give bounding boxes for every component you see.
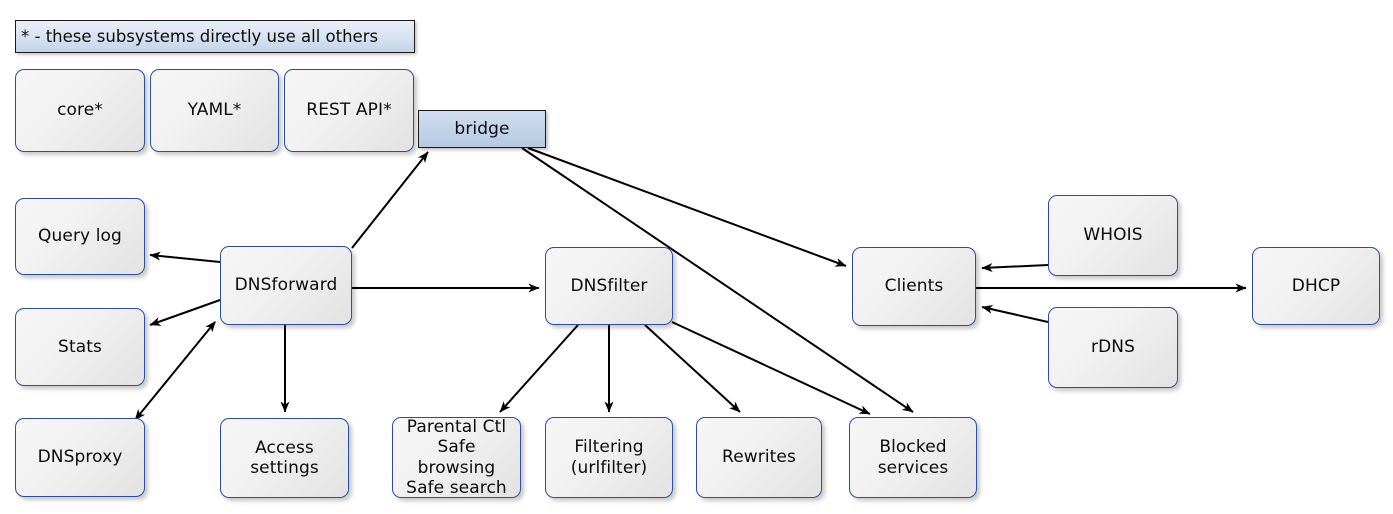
node-dhcp[interactable]: DHCP — [1252, 247, 1380, 325]
node-label-parental: Parental Ctl Safe browsing Safe search — [406, 417, 507, 498]
edge-rdns-to-clients — [981, 304, 1049, 323]
node-access[interactable]: Access settings — [220, 418, 349, 498]
node-dnsfilter[interactable]: DNSfilter — [545, 247, 673, 325]
edge-dnsforward-to-stats — [149, 299, 221, 326]
node-rdns[interactable]: rDNS — [1048, 307, 1178, 388]
legend-note-text: * - these subsystems directly use all ot… — [21, 27, 379, 46]
node-stats[interactable]: Stats — [15, 308, 145, 386]
edge-dnsforward-to-dnsproxy — [134, 321, 216, 421]
node-label-dnsfilter: DNSfilter — [570, 275, 648, 296]
node-querylog[interactable]: Query log — [15, 198, 145, 275]
node-dnsproxy[interactable]: DNSproxy — [15, 418, 145, 497]
node-label-dnsproxy: DNSproxy — [37, 447, 123, 468]
node-dnsforward[interactable]: DNSforward — [220, 246, 352, 325]
node-label-dnsforward: DNSforward — [234, 275, 338, 296]
node-label-access: Access settings — [250, 437, 319, 478]
edge-dnsforward-to-querylog — [149, 251, 221, 263]
node-rewrites[interactable]: Rewrites — [696, 417, 822, 498]
edge-whois-to-clients — [981, 263, 1049, 273]
edge-dnsfilter-to-rewrites — [644, 324, 741, 413]
node-label-rdns: rDNS — [1091, 337, 1135, 358]
node-label-yaml: YAML* — [187, 100, 242, 121]
node-yaml[interactable]: YAML* — [150, 69, 279, 152]
node-label-restapi: REST API* — [306, 100, 392, 121]
node-label-whois: WHOIS — [1083, 225, 1143, 246]
node-filtering[interactable]: Filtering (urlfilter) — [545, 417, 673, 498]
edge-dnsforward-to-bridge — [351, 151, 429, 249]
node-label-dhcp: DHCP — [1291, 275, 1341, 296]
node-label-stats: Stats — [58, 336, 102, 357]
node-whois[interactable]: WHOIS — [1048, 195, 1178, 276]
node-label-rewrites: Rewrites — [722, 447, 796, 468]
node-blocked[interactable]: Blocked services — [849, 417, 977, 498]
edge-dnsfilter-to-blocked — [671, 321, 871, 415]
node-label-querylog: Query log — [38, 226, 122, 247]
node-parental[interactable]: Parental Ctl Safe browsing Safe search — [392, 417, 521, 498]
node-label-blocked: Blocked services — [877, 437, 949, 478]
edge-dnsfilter-to-parental — [499, 324, 579, 413]
node-clients[interactable]: Clients — [852, 247, 976, 326]
node-label-core: core* — [57, 100, 103, 121]
legend-note: * - these subsystems directly use all ot… — [15, 20, 415, 53]
node-label-clients: Clients — [884, 276, 944, 297]
node-bridge[interactable]: bridge — [418, 110, 546, 148]
node-restapi[interactable]: REST API* — [284, 69, 414, 152]
node-label-bridge: bridge — [454, 118, 510, 139]
node-label-filtering: Filtering (urlfilter) — [570, 437, 648, 478]
node-core[interactable]: core* — [15, 69, 145, 152]
